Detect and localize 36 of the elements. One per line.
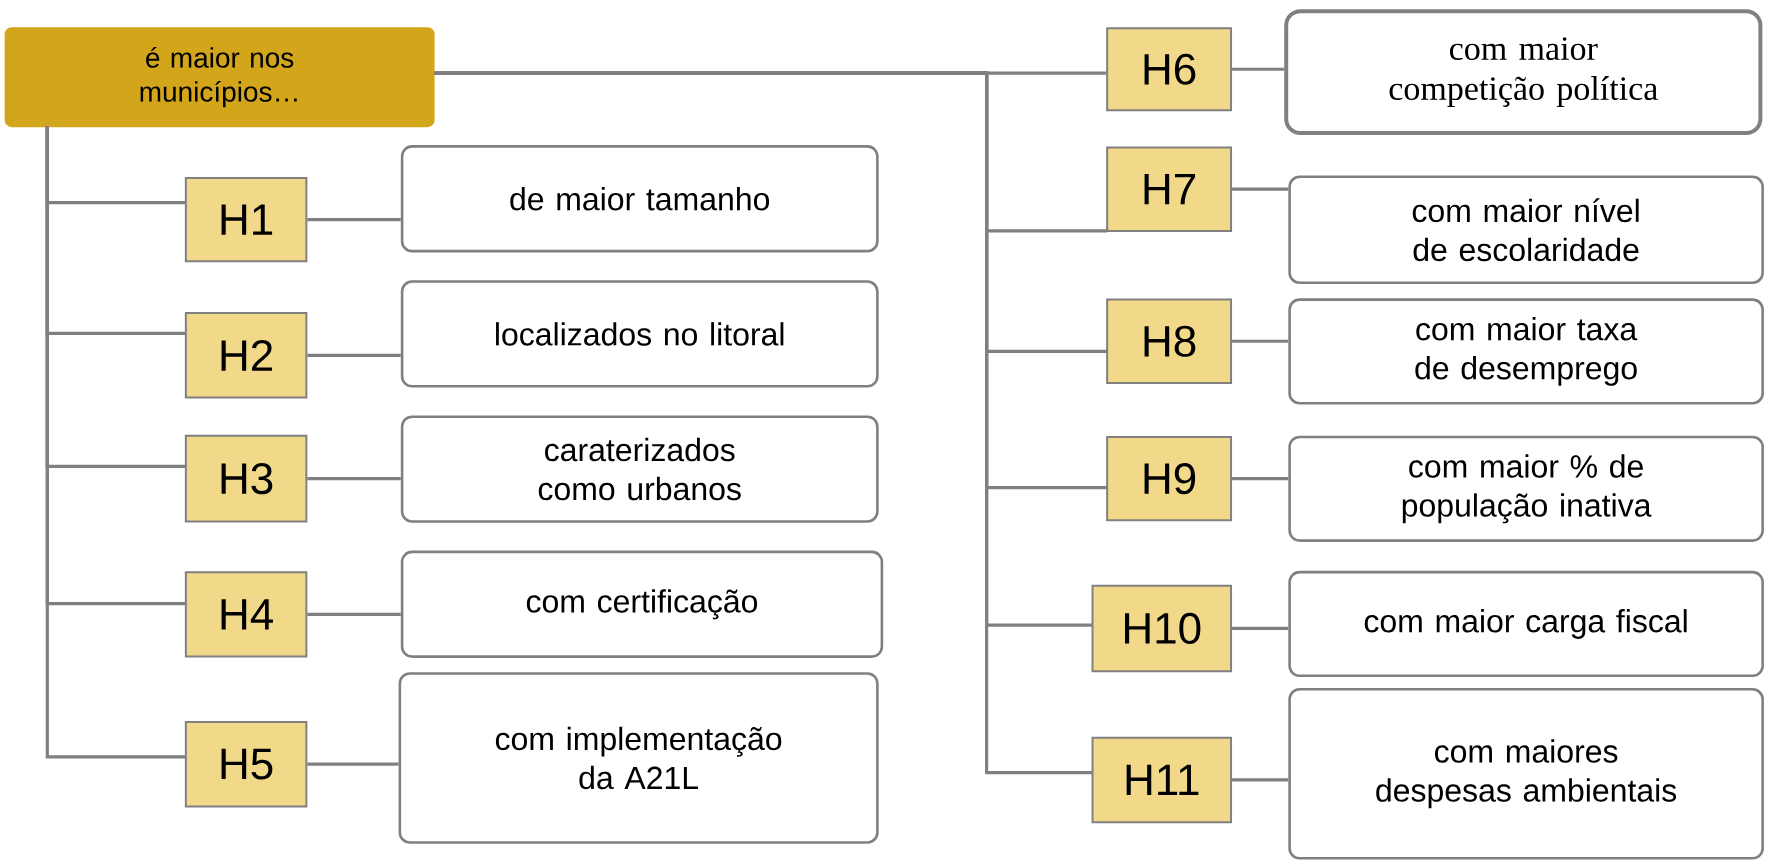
hypothesis-label-box: H5 [184,720,308,808]
hypothesis-label-box: H9 [1106,435,1233,522]
description-box: com maiores despesas ambientais [1288,687,1764,860]
connector-line [1232,339,1289,343]
connector-line [307,612,401,616]
description-box: com maior competição política [1284,9,1763,135]
description-box: com implementação da A21L [398,672,879,844]
hypothesis-label-box: H2 [184,311,308,399]
description-box: com maior carga fiscal [1288,570,1764,677]
hypothesis-label-box: H1 [184,176,308,263]
connector-line [45,125,186,759]
hypothesis-label-box: H10 [1091,584,1233,673]
root-box: é maior nos municípios… [4,26,435,127]
connector-line [1232,476,1289,481]
connector-line [1232,187,1289,191]
hypothesis-label-box: H6 [1106,26,1233,112]
hypothesis-label-box: H8 [1106,298,1233,384]
hypothesis-label-box: H4 [184,570,308,658]
description-box: com certificação [400,550,884,658]
connector-line [307,762,399,766]
hypothesis-label-box: H11 [1091,736,1233,823]
description-box: localizados no litoral [400,280,879,388]
description-box: com maior nível de escolaridade [1288,175,1764,284]
connector-line [434,71,1093,774]
description-box: de maior tamanho [400,144,879,253]
connector-line [1232,626,1289,630]
description-box: com maior taxa de desemprego [1288,298,1764,405]
description-box: caraterizados como urbanos [400,415,879,523]
connector-line [307,476,401,481]
connector-line [307,353,401,357]
hypothesis-label-box: H3 [184,434,308,523]
hypothesis-label-box: H7 [1106,146,1233,232]
connector-line [1232,67,1285,71]
connector-line [307,217,401,221]
connector-line [1232,778,1289,782]
description-box: com maior % de população inativa [1288,435,1764,542]
